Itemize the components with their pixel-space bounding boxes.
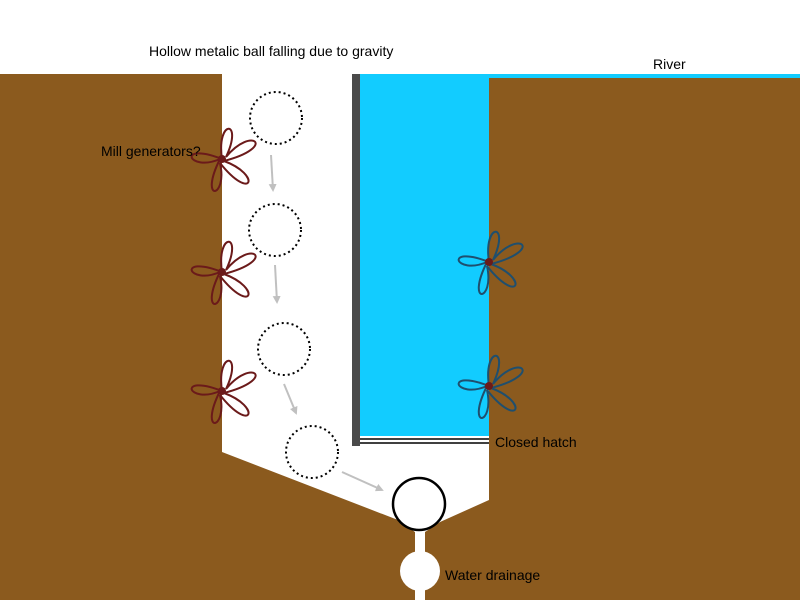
closed-hatch [360, 438, 489, 444]
arrow-down-icon [341, 471, 384, 492]
arrow-down-icon [268, 154, 277, 192]
closed-hatch-label: Closed hatch [495, 434, 577, 450]
mill-generator-left-3 [190, 359, 257, 424]
river-label: River [653, 56, 686, 72]
falling-ball-1 [249, 91, 303, 145]
mill-generator-left-1 [190, 127, 257, 192]
mill-generator-right-1 [457, 230, 524, 295]
water-reservoir [360, 74, 489, 436]
rotor-icon [190, 359, 257, 424]
arrow-down-icon [272, 264, 281, 304]
rotor-icon [190, 240, 257, 305]
water-drainage-label: Water drainage [445, 567, 540, 583]
ground-left [0, 74, 415, 600]
rotor-icon [190, 127, 257, 192]
diagram-title: Hollow metalic ball falling due to gravi… [149, 43, 393, 59]
drainage-pipe [415, 530, 425, 558]
rotor-icon [457, 230, 524, 295]
ground-right [425, 78, 800, 600]
mill-generators-label: Mill generators? [101, 143, 201, 159]
mill-generator-right-2 [457, 354, 524, 419]
falling-ball-4 [285, 425, 339, 479]
falling-ball-2 [248, 203, 302, 257]
rotor-icon [457, 354, 524, 419]
collected-ball [391, 476, 447, 532]
divider-wall [352, 74, 360, 446]
river-surface [489, 74, 800, 78]
arrow-down-icon [283, 383, 298, 415]
mill-generator-left-2 [190, 240, 257, 305]
drainage-basin [400, 551, 440, 591]
falling-ball-3 [257, 322, 311, 376]
